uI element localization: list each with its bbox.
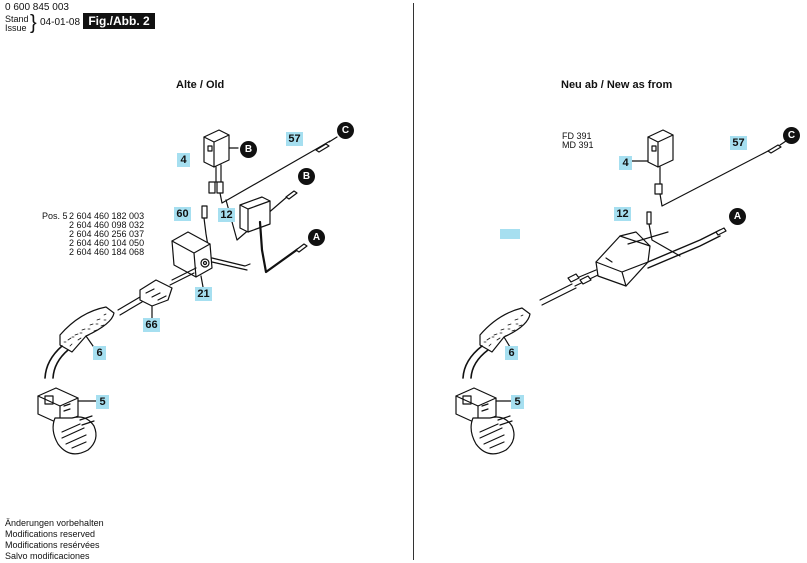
part-number: 0 600 845 003 (5, 2, 69, 13)
part-label-12: 12 (218, 208, 235, 222)
callout-a: A (308, 229, 325, 246)
part-label-60: 60 (174, 207, 191, 221)
issue-label: Issue (5, 23, 27, 33)
footer-line: Änderungen vorbehalten (5, 518, 104, 528)
md-label: MD 391 (562, 140, 594, 150)
section-divider (413, 3, 414, 560)
part-label-4: 4 (619, 156, 632, 170)
footer-line: Modifications reserved (5, 529, 96, 539)
pos-number: 2 604 460 256 037 (69, 229, 145, 239)
part-label-5: 5 (511, 395, 524, 409)
stand-label: Stand (5, 14, 29, 24)
callout-c: C (783, 127, 800, 144)
footer-line: Modifications resérvées (5, 540, 100, 550)
pos-number: 2 604 460 104 050 (69, 238, 145, 248)
issue-date: 04-01-08 (40, 17, 81, 28)
switch-part (203, 129, 230, 194)
callout-b: B (298, 168, 315, 185)
brace-symbol: } (30, 12, 37, 34)
part-label-57: 57 (730, 136, 747, 150)
part-label-5: 5 (96, 395, 109, 409)
part-label-21: 21 (195, 287, 212, 301)
part-label-66: 66 (143, 318, 160, 332)
part-label-6: 6 (93, 346, 106, 360)
pos-number: 2 604 460 182 003 (69, 211, 145, 221)
part-label-12: 12 (614, 207, 631, 221)
callout-b: B (240, 141, 257, 158)
part-label-4: 4 (177, 153, 190, 167)
fd-label: FD 391 (562, 131, 592, 141)
part-label-6: 6 (505, 346, 518, 360)
footer-line: Salvo modificaciones (5, 551, 90, 561)
new-section-title: Neu ab / New as from (561, 79, 673, 91)
callout-c: C (337, 122, 354, 139)
callout-a: A (729, 208, 746, 225)
pos-number: 2 604 460 184 068 (69, 247, 145, 257)
part-label-57: 57 (286, 132, 303, 146)
pos-number: 2 604 460 098 032 (69, 220, 145, 230)
highlight-swatch (500, 229, 520, 239)
old-section-title: Alte / Old (176, 79, 225, 91)
figure-badge: Fig./Abb. 2 (83, 13, 155, 29)
pos-prefix: Pos. 5 (42, 211, 68, 221)
